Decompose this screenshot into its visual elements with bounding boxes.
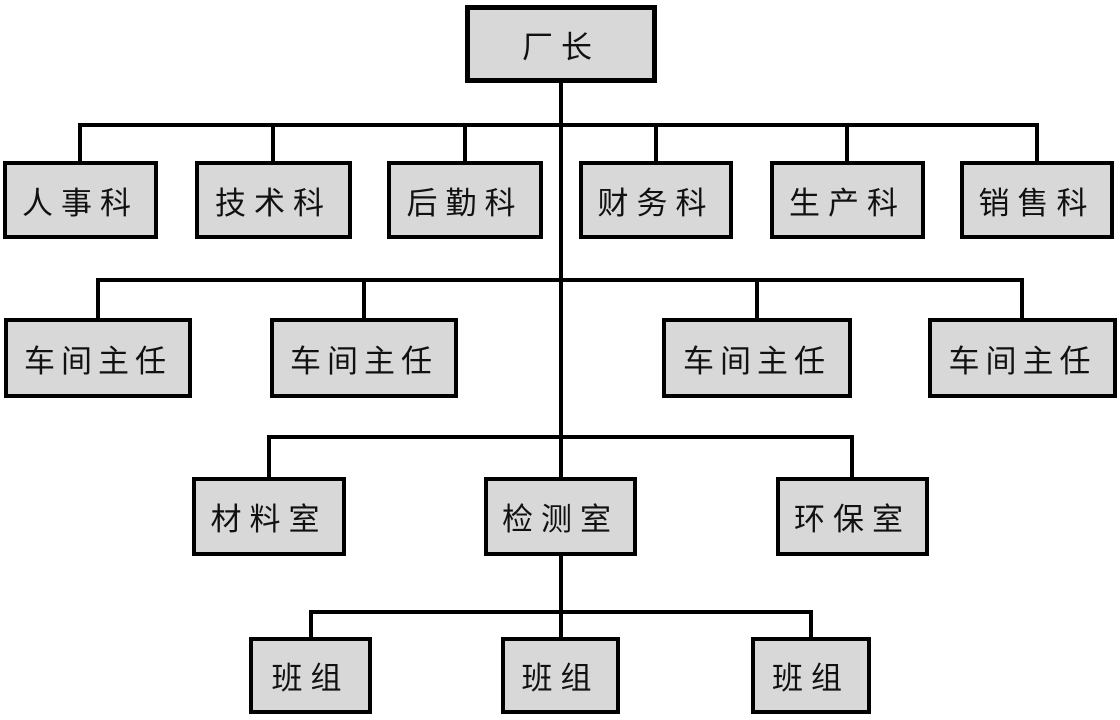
node-production-dept: 生产科 [770, 161, 925, 239]
connector-drop-sales [1035, 123, 1039, 163]
node-workshop-director-2: 车间主任 [270, 318, 458, 398]
node-workshop-director-4: 车间主任 [928, 318, 1117, 398]
node-technical-dept: 技术科 [195, 161, 352, 239]
connector-level2-hbar [78, 123, 1039, 127]
connector-level3-hbar [96, 278, 1024, 282]
node-sales-dept: 销售科 [960, 161, 1114, 239]
node-personnel-dept: 人事科 [3, 161, 158, 239]
connector-drop-environment-room [850, 435, 854, 479]
node-workshop-director-1: 车间主任 [4, 318, 192, 398]
node-logistics-dept: 后勤科 [387, 161, 543, 239]
node-team-3: 班组 [751, 637, 871, 714]
connector-drop-team-3 [809, 610, 813, 639]
connector-drop-production [845, 123, 849, 163]
node-workshop-director-3: 车间主任 [662, 318, 852, 398]
connector-drop-finance [654, 123, 658, 163]
connector-drop-workshop-1 [96, 278, 100, 320]
connector-drop-workshop-3 [755, 278, 759, 320]
connector-level4-hbar [267, 435, 854, 439]
connector-drop-workshop-4 [1020, 278, 1024, 320]
node-factory-director: 厂长 [465, 5, 657, 83]
node-team-1: 班组 [249, 637, 372, 714]
connector-drop-personnel [78, 123, 82, 163]
connector-drop-logistics [463, 123, 467, 163]
connector-drop-materials-room [267, 435, 271, 479]
connector-drop-workshop-2 [362, 278, 366, 320]
node-environment-room: 环保室 [776, 477, 929, 556]
node-finance-dept: 财务科 [579, 161, 733, 239]
node-materials-room: 材料室 [192, 477, 346, 556]
connector-level5-hbar [309, 610, 813, 614]
node-testing-room: 检测室 [484, 477, 637, 556]
connector-drop-team-1 [309, 610, 313, 639]
connector-drop-technical [271, 123, 275, 163]
connector-trunk-bottom [559, 554, 563, 639]
node-team-2: 班组 [501, 637, 620, 714]
